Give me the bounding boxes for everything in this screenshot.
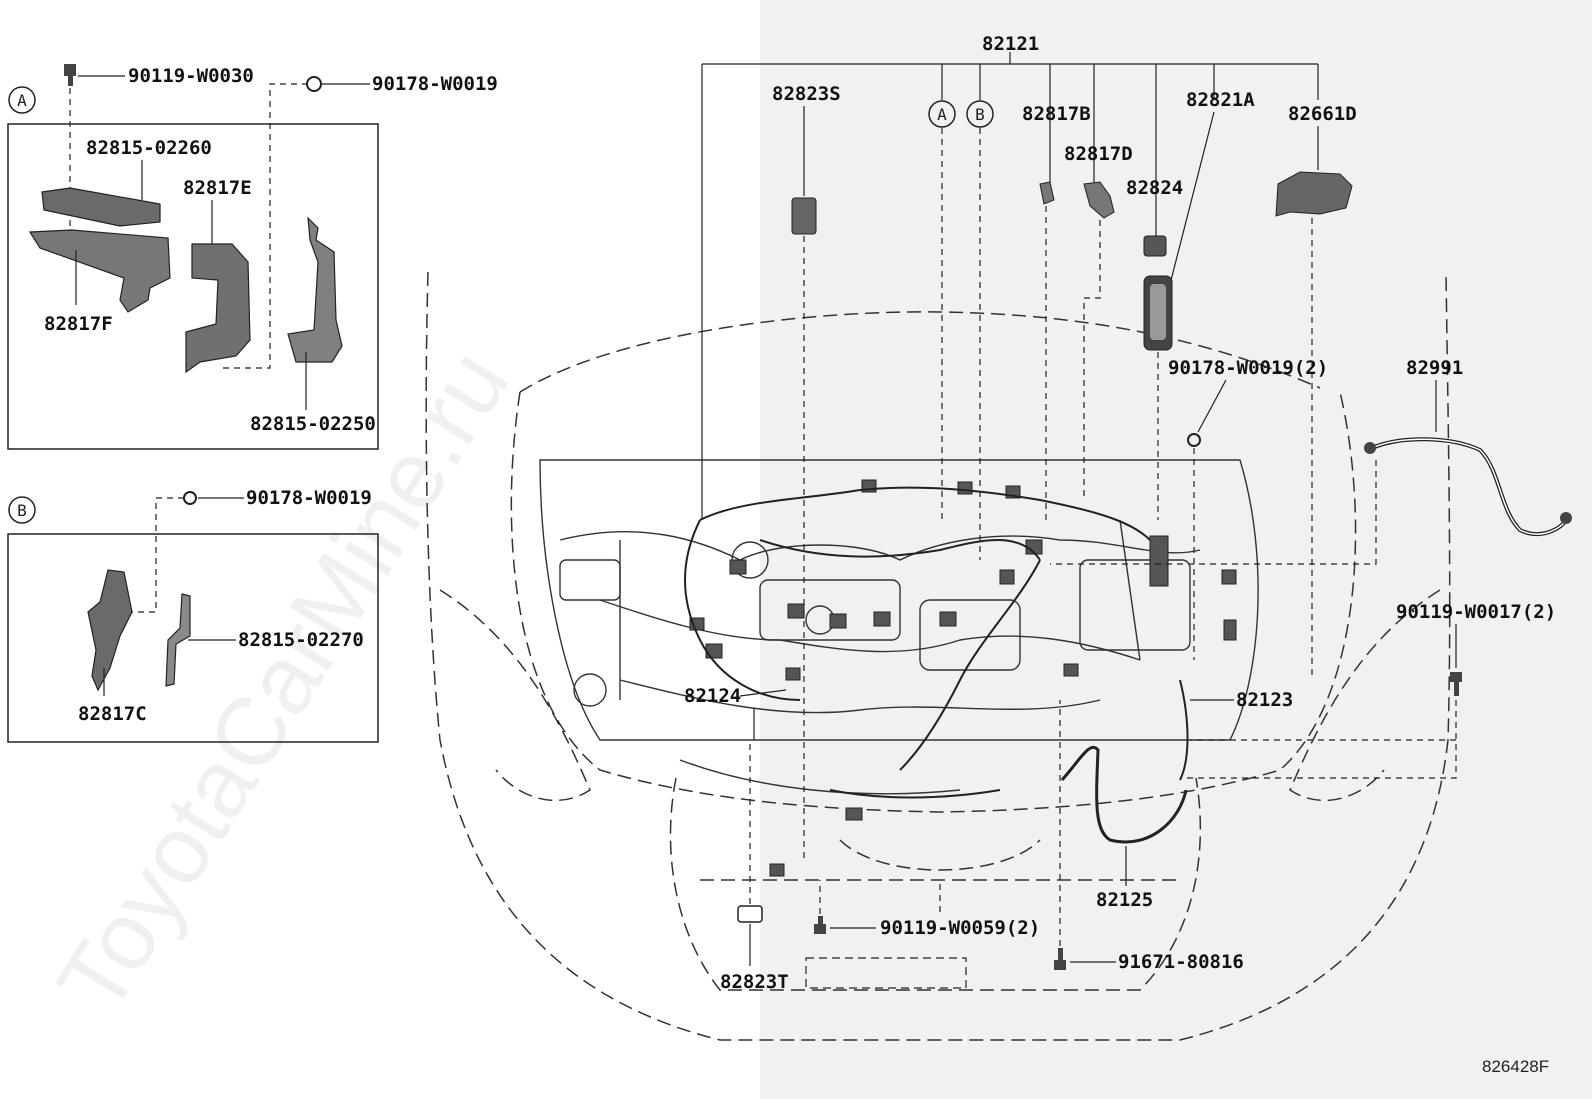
label-82817c: 82817C [78,703,147,725]
label-82815-02250: 82815-02250 [250,413,376,435]
detail-a-callout-letter: A [17,91,27,110]
label-82817f: 82817F [44,313,113,335]
detail-a: A 90119-W0030 90178-W0019 82815-02260 [7,64,498,450]
clip-icon [183,491,197,505]
label-82823s: 82823S [772,83,841,105]
catalog-code: 826428F [1482,1057,1549,1076]
clip-icon [306,76,322,92]
detail-b-callout-circle [8,496,36,524]
label-82824: 82824 [1126,177,1183,199]
label-82817b: 82817B [1022,103,1091,125]
label-82991: 82991 [1406,357,1463,379]
label-90119-w0017-2: 90119-W0017(2) [1396,601,1556,623]
connector-82823t-part [737,905,763,923]
detail-a-frame [7,123,379,450]
label-90178-w0019-2: 90178-W0019(2) [1168,357,1328,379]
label-82661d: 82661D [1288,103,1357,125]
detail-b-callout-letter: B [17,501,27,520]
callout-a-circle [928,100,956,128]
cover-82817c-part [87,569,133,692]
clip-icon [1187,433,1201,447]
shaded-background [760,0,1592,1099]
label-82125: 82125 [1096,889,1153,911]
callout-b-letter: B [975,105,985,124]
detail-a-callout-circle [8,86,36,114]
bolt-icon [814,916,826,934]
block-82661d-part [1275,171,1353,217]
label-tree-82121 [701,52,1319,520]
bracket-82815-02270-part [165,593,191,687]
label-82123: 82123 [1236,689,1293,711]
detail-b: B 90178-W0019 82817C 82815-02270 [7,487,379,743]
label-82121: 82121 [982,33,1039,55]
label-90119-w0059-2: 90119-W0059(2) [880,917,1040,939]
bracket-82815-02260-part [41,187,161,227]
bolt-icon [64,64,76,86]
label-90178-w0019-b: 90178-W0019 [246,487,372,509]
bracket-82815-02250-part [287,216,343,363]
label-82815-02270: 82815-02270 [238,629,364,651]
label-82823t: 82823T [720,971,789,993]
relay-82824-part [1143,235,1167,257]
bolt-icon [1450,672,1462,696]
cable-82125-part [1060,746,1188,844]
vehicle-outline [425,271,1451,1041]
cable-82991-part [1371,437,1570,537]
label-82124: 82124 [684,685,741,707]
callout-a-letter: A [937,105,947,124]
label-90119-w0030: 90119-W0030 [128,65,254,87]
engine-bay [539,459,1259,795]
watermark-text: ToyotaCarMine.ru [37,332,529,1031]
detail-b-frame [7,533,379,743]
label-82821a: 82821A [1186,89,1255,111]
clamp-82817b-part [1039,181,1055,205]
license-plate-area [805,957,967,989]
bolt-icon [1054,948,1066,970]
label-82815-02260: 82815-02260 [86,137,212,159]
harness-connectors [689,479,1237,877]
harness-wires [684,486,1189,799]
cover-82817f-part [28,229,171,313]
connector-82823s-part [791,197,817,235]
label-82817e: 82817E [183,177,252,199]
clamp-82817d-part [1083,181,1115,219]
cover-82817e-part [185,243,251,374]
label-90178-w0019-a: 90178-W0019 [372,73,498,95]
label-91671-80816: 91671-80816 [1118,951,1244,973]
callout-b-circle [966,100,994,128]
label-82817d: 82817D [1064,143,1133,165]
